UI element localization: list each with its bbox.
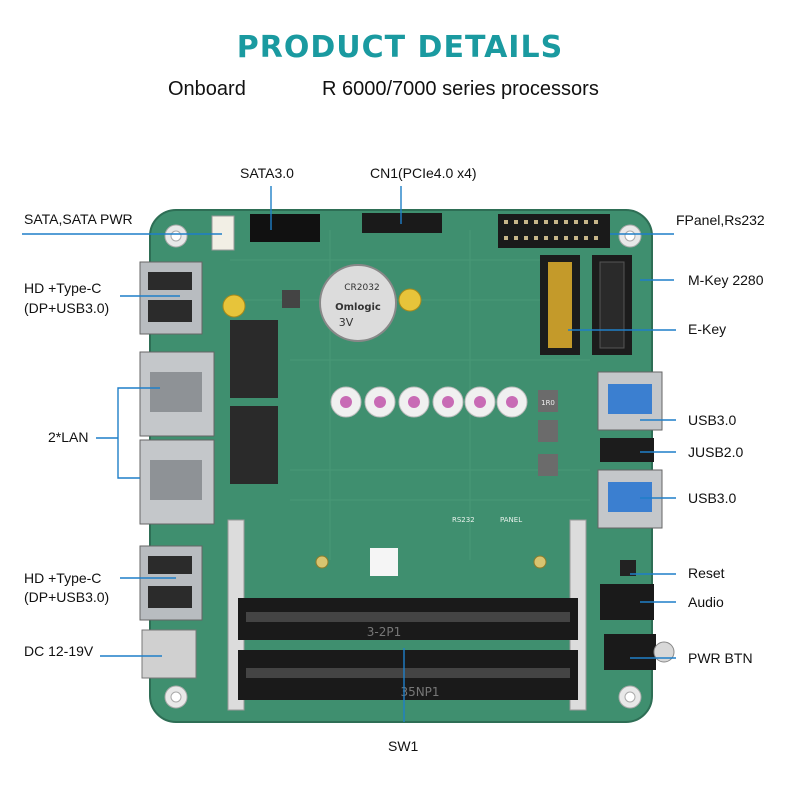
reset-button [620,560,636,576]
battery-text-2: 3V [339,316,354,329]
jusb2-header [600,438,654,462]
sata-pwr-connector [211,215,235,251]
cmos-battery [319,264,397,342]
label-hd-typec-2-sub: (DP+USB3.0) [24,589,110,605]
label-sata3: SATA3.0 [240,165,294,181]
label-mkey: M-Key 2280 [688,272,764,288]
label-ekey: E-Key [688,321,727,337]
label-hd-typec-2: HD +Type-C [24,570,102,586]
label-reset: Reset [688,565,725,581]
battery-text-1: CR2032 [344,283,379,293]
leader-lines [22,186,676,722]
label-usb3-1: USB3.0 [688,412,737,428]
capacitors [330,386,528,418]
battery-brand: Omlogic [335,302,381,313]
dc-jack [141,629,197,679]
inductors [538,390,558,476]
label-pwr-btn: PWR BTN [688,650,753,666]
label-sw1: SW1 [388,738,419,754]
label-hd-typec-1: HD +Type-C [24,280,102,296]
lan-chip-2 [230,406,278,484]
label-sata-pwr: SATA,SATA PWR [24,211,133,227]
label-audio: Audio [688,594,724,610]
panel-silk: PANEL [500,516,522,524]
power-button [604,634,656,670]
label-usb3-2: USB3.0 [688,490,737,506]
page-title: PRODUCT DETAILS [236,30,564,65]
sodimm-slot-2 [238,650,578,700]
label-lan: 2*LAN [48,429,89,445]
sata3-connector [250,214,320,242]
label-cn1: CN1(PCIe4.0 x4) [370,165,477,181]
onboard-label: Onboard [168,78,246,100]
inductor-label: 1R0 [541,399,555,407]
cn1-connector [362,213,442,233]
mounting-holes [164,224,642,709]
rs232-silk: RS232 [452,516,475,524]
label-fpanel: FPanel,Rs232 [676,212,765,228]
fpanel-header [498,214,610,248]
dimm-label-1: 3-2P1 [367,625,401,639]
processor-label: R 6000/7000 series processors [322,78,599,100]
lan-chip-1 [230,320,278,398]
label-jusb2: JUSB2.0 [688,444,744,460]
label-hd-typec-1-sub: (DP+USB3.0) [24,300,110,316]
dimm-label-2: 35NP1 [400,685,439,699]
label-dc: DC 12-19V [24,643,94,659]
